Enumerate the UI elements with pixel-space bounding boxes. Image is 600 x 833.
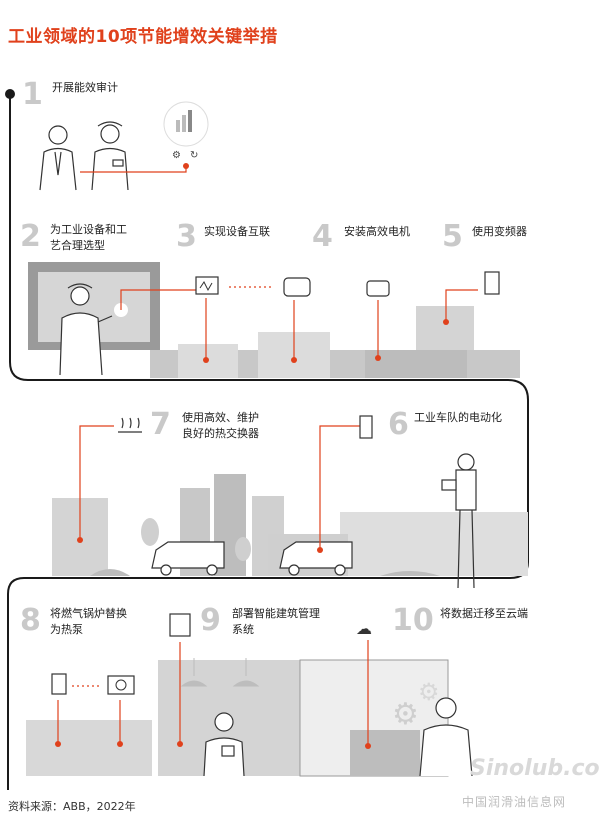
step-2-number: 2: [20, 219, 41, 254]
track-line: [7, 94, 529, 790]
step-9-label-line2: 系统: [232, 623, 254, 636]
gas-boiler-icon: [51, 673, 67, 695]
efficient-motor-icon: [366, 280, 390, 297]
step-2-label-line2: 艺合理选型: [50, 239, 105, 252]
cloud-upload-icon: ☁: [356, 619, 372, 638]
step-4-label: 安装高效电机: [344, 225, 410, 238]
watermark-site: 中国润滑油信息网: [462, 795, 567, 809]
step-6-label: 工业车队的电动化: [414, 411, 502, 424]
gear-icon: ⚙: [172, 150, 181, 161]
step-7-label-line2: 良好的热交换器: [182, 427, 259, 440]
charger-icon: [359, 415, 373, 439]
step-9-number: 9: [200, 603, 221, 638]
step-8-label-line1: 将燃气锅炉替换: [50, 607, 127, 620]
step-4-number: 4: [312, 219, 333, 254]
audit-pointer-line: [80, 168, 187, 173]
monitor-device-icon: [195, 276, 219, 295]
track-start-dot: [5, 89, 15, 99]
step-9-label-line1: 部署智能建筑管理: [232, 607, 320, 620]
step-1-label: 开展能效审计: [52, 81, 118, 94]
office-worker-illustration: [203, 712, 245, 777]
motor-device-icon: [283, 277, 311, 297]
svg-text:⚙: ⚙: [418, 678, 440, 706]
infographic-title: 工业领域的10项节能增效关键举措: [8, 27, 278, 47]
workers-illustration: [39, 121, 129, 191]
step-10-number: 10: [392, 603, 434, 638]
source-note: 资料来源：ABB，2022年: [8, 800, 136, 813]
step-8-label-line2: 为热泵: [50, 623, 83, 636]
heat-pump-icon: [107, 675, 135, 695]
step-5-label: 使用变频器: [472, 225, 527, 238]
electric-van-right: [279, 541, 353, 576]
inverter-device-icon: [484, 271, 500, 295]
refresh-icon: ↻: [190, 150, 198, 161]
step-7-number: 7: [150, 407, 171, 442]
building-management-icon: [169, 613, 191, 637]
step-1-number: 1: [22, 77, 43, 112]
electric-van-left: [151, 541, 225, 576]
step-8-number: 8: [20, 603, 41, 638]
step-10-label: 将数据迁移至云端: [440, 607, 528, 620]
step-6-number: 6: [388, 407, 409, 442]
svg-text:⚙: ⚙: [392, 697, 419, 732]
heat-exchanger-icon: [118, 417, 142, 433]
step-7-label-line1: 使用高效、维护: [182, 411, 259, 424]
step-5-number: 5: [442, 219, 463, 254]
step-2-label-line1: 为工业设备和工: [50, 223, 127, 236]
step-3-number: 3: [176, 219, 197, 254]
scientist-illustration: [419, 697, 473, 777]
step-3-label: 实现设备互联: [204, 225, 270, 238]
watermark-logo: Sinolub.com: [470, 756, 600, 781]
presenter-illustration: [59, 283, 113, 376]
fleet-worker-illustration: [441, 453, 477, 589]
